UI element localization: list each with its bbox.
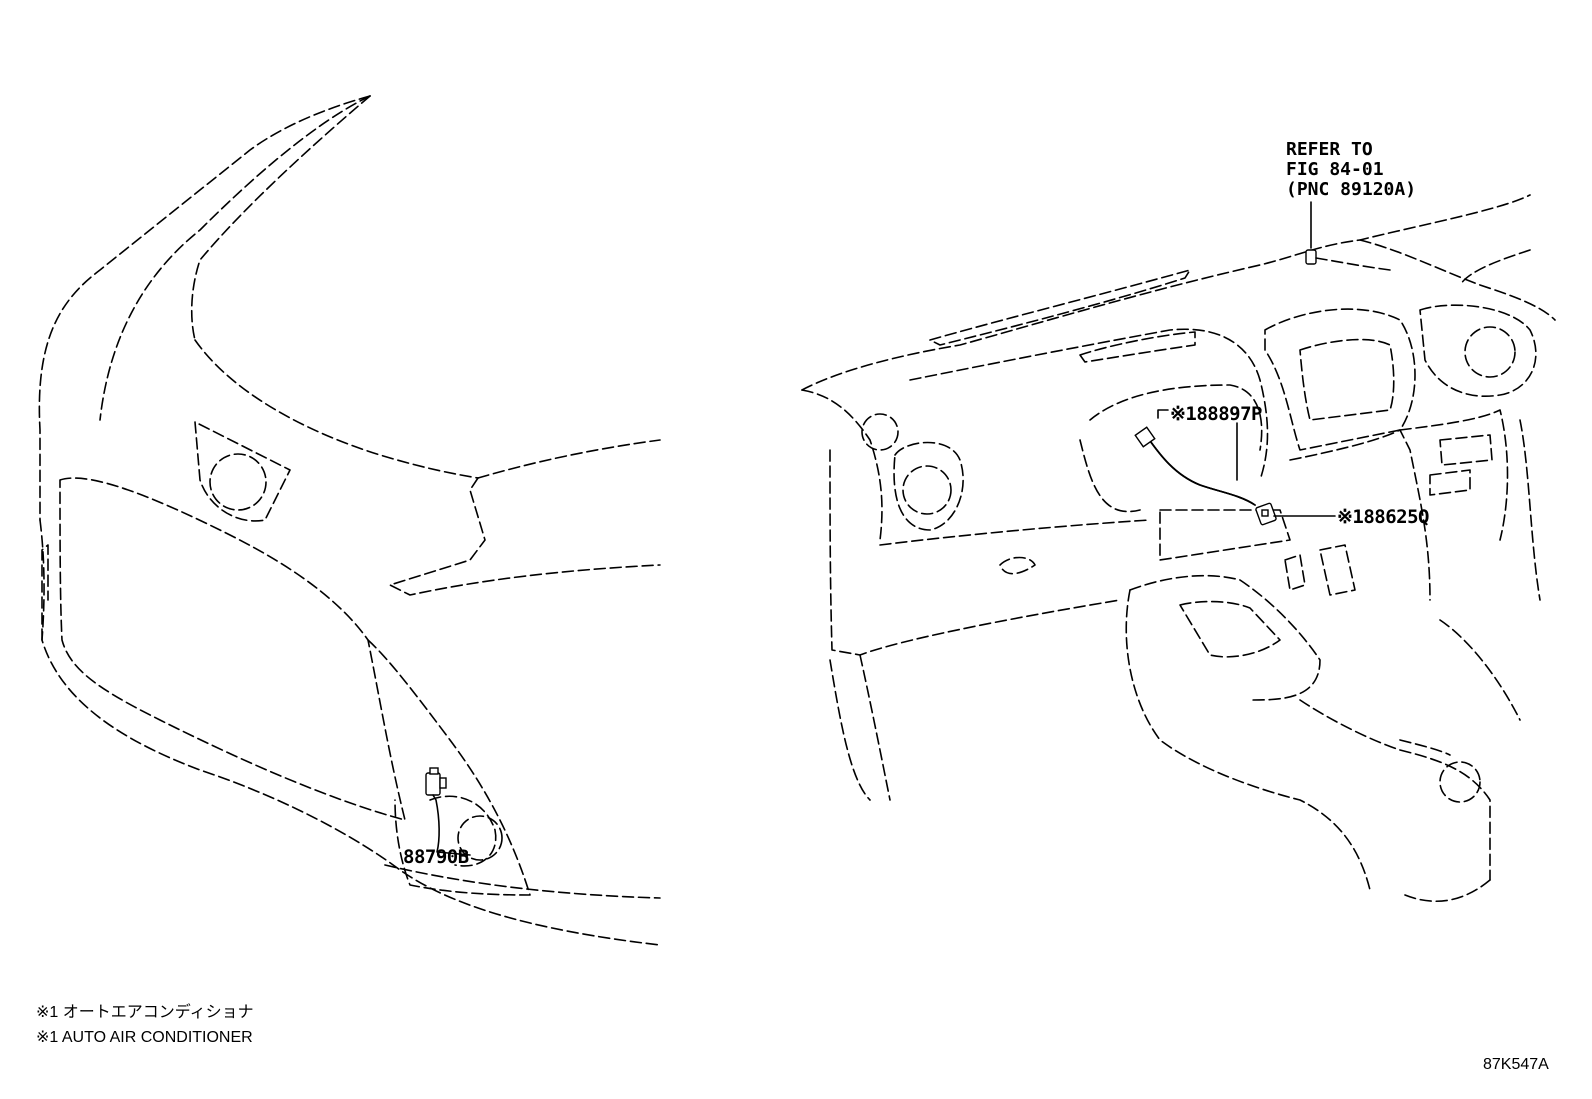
part-label-front-sensor: 88790B (403, 846, 469, 868)
note-japanese: ※1 オートエアコンディショナ (36, 1004, 254, 1021)
part-label-connector: ※188625Q (1337, 506, 1430, 528)
note-english: ※1 AUTO AIR CONDITIONER (36, 1029, 253, 1046)
reference-note: REFER TO FIG 84-01 (PNC 89120A) (1286, 140, 1416, 200)
reference-line-2: FIG 84-01 (1286, 159, 1384, 180)
instrument-panel-drawing (801, 194, 1556, 903)
reference-line-3: (PNC 89120A) (1286, 179, 1417, 200)
reference-line-1: REFER TO (1286, 139, 1373, 160)
figure-code: 87K547A (1483, 1056, 1549, 1073)
part-label-aspirator-hose: ※188897P (1170, 403, 1263, 425)
front-bumper-drawing (38, 95, 661, 946)
